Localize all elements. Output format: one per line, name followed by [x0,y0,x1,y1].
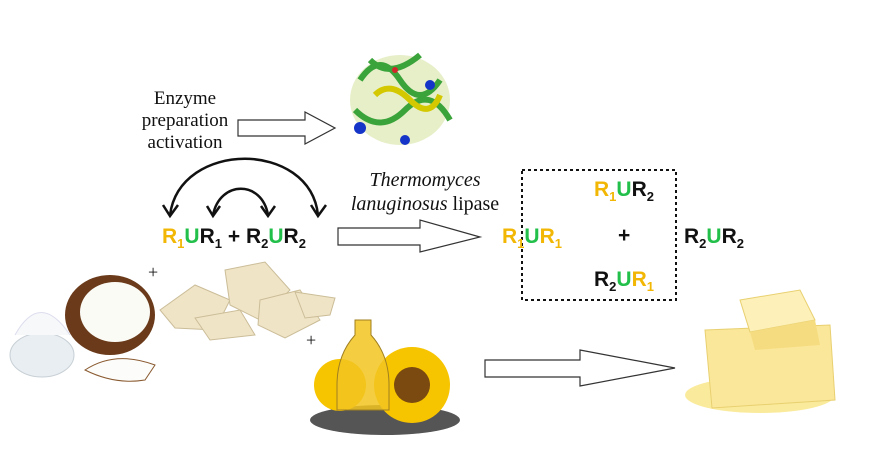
product-arrow [484,349,676,387]
sunflower-oil-image [310,319,460,435]
label-line: preparation [141,110,229,131]
enzyme-species: lanuginosus [350,193,448,215]
plus-sign-1: + [148,262,159,282]
reaction-arrow [337,219,483,253]
outer-exchange-arrow [168,157,320,216]
arrow-to-enzyme [237,111,337,145]
product-r2ur2: R2UR2 [684,225,744,252]
butter-image [685,289,836,413]
cocoa-butter-image [159,261,336,341]
enzyme-type: lipase [447,193,500,215]
coconut-oil-image [9,275,156,382]
product-r1ur2: R1UR2 [594,178,654,205]
reactants: R1UR1 + R2UR2 [162,225,306,252]
enzyme-step-label: Enzyme preparation activation [120,88,250,154]
product-r2ur1: R2UR1 [594,268,654,295]
product-r1ur1: R1UR1 [502,225,562,252]
plus-sign-2: + [306,330,317,350]
mixed-products-box [521,169,677,301]
label-line: activation [147,132,223,153]
protein-structure-image [350,52,453,145]
label-line: Enzyme [153,88,217,109]
box-plus: + [618,224,631,247]
inner-exchange-arrow [211,187,270,216]
enzyme-name: Thermomyces lanuginosus lipase [340,168,510,216]
enzyme-genus: Thermomyces [369,169,481,191]
